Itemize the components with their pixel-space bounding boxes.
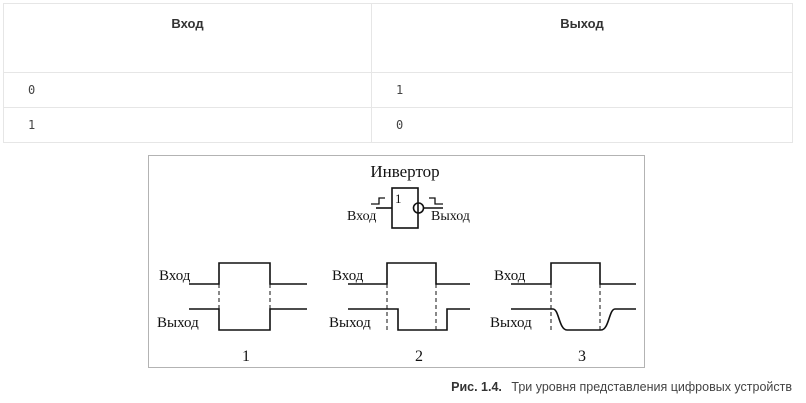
table-row: 0 1 — [3, 72, 793, 108]
caption-number: Рис. 1.4. — [451, 380, 502, 394]
gate-symbol-label: 1 — [395, 191, 402, 206]
level3-number: 3 — [578, 348, 586, 365]
inverter-diagram: Инвертор 1 Вход Выход Вход Выход Вход Вы… — [157, 162, 636, 365]
truth-table: Вход Выход 0 1 1 0 — [3, 3, 793, 143]
level3-output-waveform — [511, 308, 636, 331]
level1-input-waveform — [189, 262, 307, 285]
caption-text: Три уровня представления цифровых устрой… — [511, 380, 792, 394]
gate-output-pulse-icon — [429, 197, 443, 205]
gate-input-pulse-icon — [371, 197, 385, 205]
level2-number: 2 — [415, 348, 423, 365]
level2-input-waveform — [348, 262, 470, 285]
table-cell-output: 1 — [371, 72, 793, 108]
level1-output-waveform — [189, 308, 307, 331]
level1-input-label: Вход — [159, 268, 191, 284]
gate-input-label: Вход — [347, 209, 376, 224]
table-header-row: Вход Выход — [3, 3, 793, 73]
level2-input-label: Вход — [332, 268, 364, 284]
level1-output-label: Выход — [157, 315, 199, 331]
inverter-title: Инвертор — [370, 162, 439, 181]
level2-output-label: Выход — [329, 315, 371, 331]
level3-input-label: Вход — [494, 268, 526, 284]
table-cell-input: 1 — [3, 107, 372, 143]
level2-output-waveform — [348, 308, 470, 331]
table-cell-input: 0 — [3, 72, 372, 108]
inverter-figure: Инвертор 1 Вход Выход Вход Выход Вход Вы… — [148, 155, 645, 368]
column-header-output: Выход — [371, 3, 793, 73]
level3-output-label: Выход — [490, 315, 532, 331]
gate-output-label: Выход — [431, 209, 470, 224]
table-row: 1 0 — [3, 107, 793, 143]
level1-number: 1 — [242, 348, 250, 365]
column-header-input: Вход — [3, 3, 372, 73]
level3-input-waveform — [511, 262, 636, 285]
table-cell-output: 0 — [371, 107, 793, 143]
figure-caption: Рис. 1.4. Три уровня представления цифро… — [451, 380, 792, 394]
